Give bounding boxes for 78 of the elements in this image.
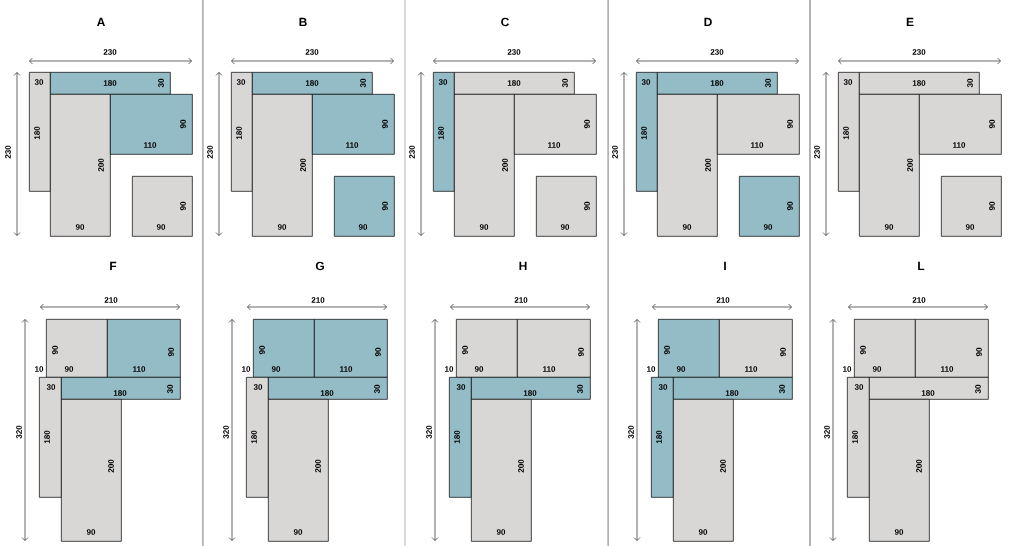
sofa-module: 30 180	[39, 377, 62, 498]
dimension-label: 10	[843, 366, 852, 372]
sofa-module: 30 180	[449, 377, 472, 498]
sofa-module: 200 90	[673, 399, 734, 542]
dimension-label: 320	[223, 425, 229, 439]
sofa-module: 90 90	[536, 176, 597, 237]
dimension-label: 320	[824, 425, 830, 439]
panel-title: A	[97, 17, 105, 27]
dimension-label: 230	[612, 145, 618, 159]
dimension-label: 230	[305, 49, 319, 55]
sofa-module: 200 90	[657, 94, 718, 237]
sofa-module: 30 180	[231, 72, 253, 192]
dimension-label: 210	[716, 297, 730, 303]
panel-title: B	[299, 17, 307, 27]
sofa-module: 180 30	[657, 72, 778, 95]
sofa-module: 30 180	[29, 72, 51, 192]
dimension-label: 210	[514, 297, 528, 303]
dimension-label: 210	[912, 297, 926, 303]
sofa-module: 200 90	[471, 399, 532, 542]
dimension-label: 320	[426, 425, 432, 439]
panel-title: D	[704, 17, 712, 27]
sofa-module: 30 180	[433, 72, 455, 192]
sofa-module: 90 110	[312, 94, 395, 155]
dimension-label: 230	[5, 145, 11, 159]
sofa-module: 90 110	[107, 319, 181, 378]
sofa-module: 180 30	[50, 72, 171, 95]
dimension-label: 230	[409, 145, 415, 159]
sofa-module: 30 180	[838, 72, 860, 192]
sofa-module: 30 180	[847, 377, 870, 498]
dimension-label: 10	[242, 366, 251, 372]
panel-title: L	[918, 261, 925, 271]
sofa-module: 90 90	[253, 319, 315, 378]
sofa-module: 90 110	[915, 319, 989, 378]
sofa-module: 90 110	[919, 94, 1002, 155]
panel-title: I	[724, 261, 726, 271]
sofa-module: 180 30	[252, 72, 373, 95]
sofa-module: 90 110	[517, 319, 591, 378]
panel-title: C	[501, 17, 509, 27]
dimension-label: 320	[628, 425, 634, 439]
sofa-module: 180 30	[869, 377, 989, 400]
dimension-label: 230	[103, 49, 117, 55]
panel-title: E	[906, 17, 914, 27]
dimension-label: 10	[35, 366, 44, 372]
sofa-module: 90 110	[719, 319, 793, 378]
sofa-module: 90 90	[941, 176, 1002, 237]
dimension-label: 210	[104, 297, 118, 303]
panel-title: H	[519, 261, 527, 271]
sofa-module: 30 180	[651, 377, 674, 498]
sofa-module: 180 30	[673, 377, 793, 400]
sofa-module: 90 110	[314, 319, 388, 378]
sofa-module: 90 90	[658, 319, 720, 378]
sofa-module: 90 90	[46, 319, 108, 378]
sofa-module: 180 30	[859, 72, 980, 95]
dimension-label: 320	[16, 425, 22, 439]
dimension-label: 230	[710, 49, 724, 55]
dimension-label: 10	[445, 366, 454, 372]
sofa-module: 180 30	[61, 377, 181, 400]
sofa-module: 90 90	[739, 176, 800, 237]
sofa-module: 180 30	[268, 377, 388, 400]
sofa-module: 30 180	[246, 377, 269, 498]
sofa-module: 180 30	[454, 72, 575, 95]
panel-title: F	[110, 261, 117, 271]
sofa-module: 90 110	[514, 94, 597, 155]
dimension-label: 10	[647, 366, 656, 372]
dimension-label: 230	[207, 145, 213, 159]
sofa-module: 180 30	[471, 377, 591, 400]
dimension-label: 230	[814, 145, 820, 159]
sofa-module: 30 180	[636, 72, 658, 192]
sofa-module: 90 90	[334, 176, 395, 237]
dimension-label: 230	[912, 49, 926, 55]
sofa-module: 90 90	[132, 176, 193, 237]
sofa-module: 90 90	[456, 319, 518, 378]
panel-title: G	[315, 261, 324, 271]
sofa-module: 90 90	[854, 319, 916, 378]
dimension-label: 230	[507, 49, 521, 55]
sofa-module: 90 110	[717, 94, 800, 155]
dimension-label: 210	[311, 297, 325, 303]
sofa-module: 90 110	[110, 94, 193, 155]
